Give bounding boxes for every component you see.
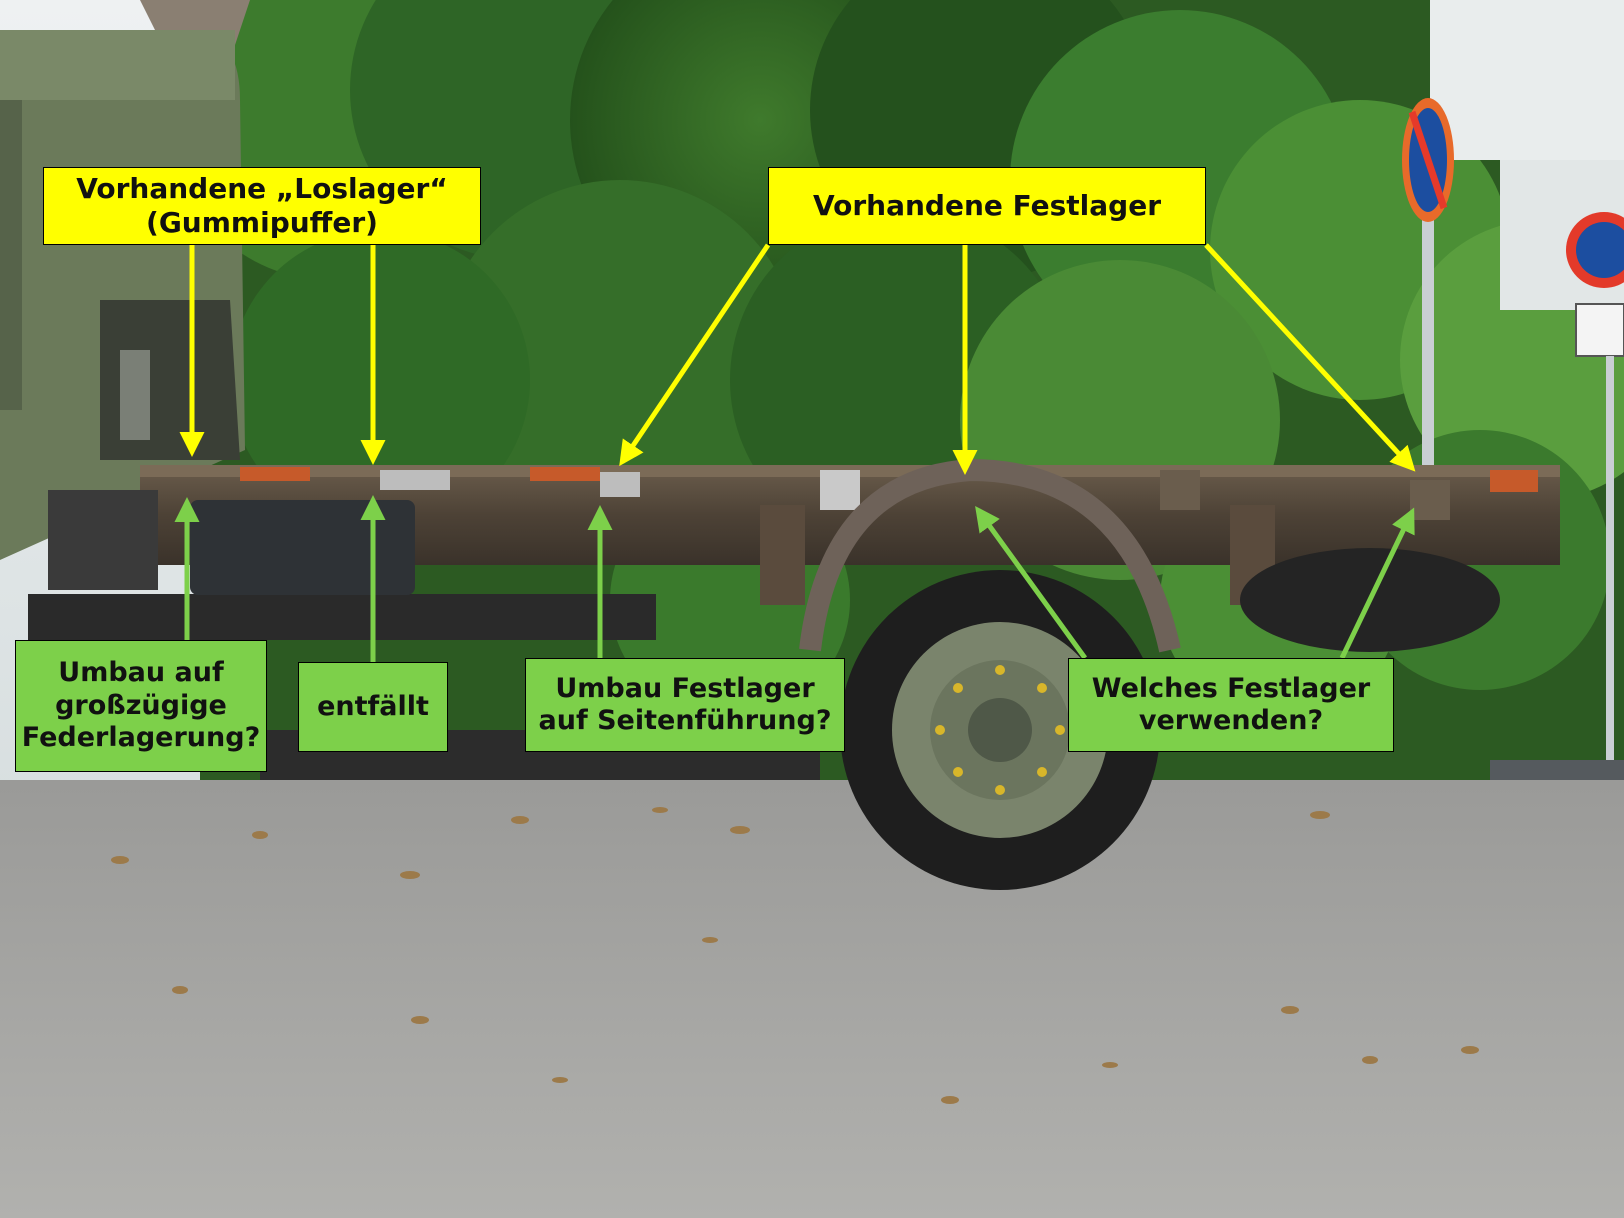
- leaves-on-road: [111, 807, 1479, 1104]
- label-omitted: entfällt: [298, 662, 448, 752]
- road: [0, 780, 1624, 1218]
- label-which-fixed-bearing: Welches Festlager verwenden?: [1068, 658, 1394, 752]
- truck-cab: [0, 30, 245, 560]
- label-existing-floating-bearing: Vorhandene „Loslager“ (Gummipuffer): [43, 167, 481, 245]
- road-sign: [1402, 98, 1624, 808]
- green-arrows: [174, 495, 1415, 662]
- label-existing-fixed-bearing: Vorhandene Festlager: [768, 167, 1206, 245]
- label-conversion-side-guide: Umbau Festlager auf Seitenführung?: [525, 658, 845, 752]
- yellow-arrows: [179, 243, 1416, 475]
- label-conversion-spring-mount: Umbau auf großzügige Federlagerung?: [15, 640, 267, 772]
